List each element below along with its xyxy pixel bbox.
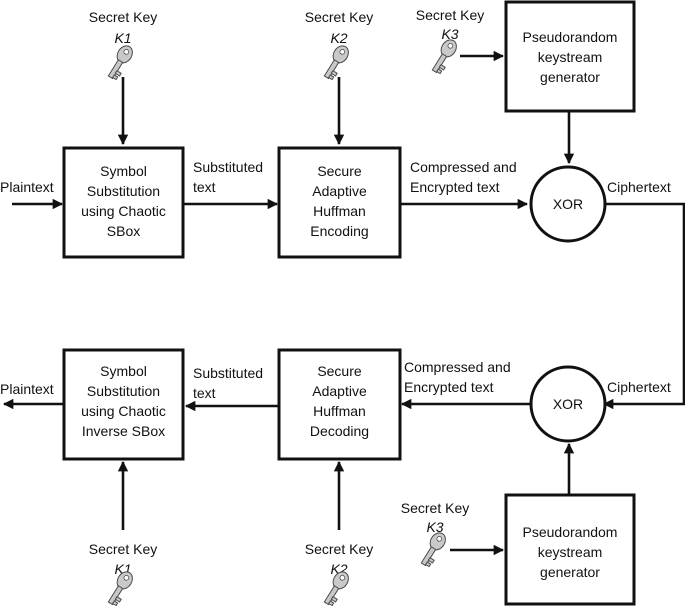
dec-compressed-line1: Compressed and <box>404 359 511 375</box>
key-icon <box>104 42 136 82</box>
enc-key2-name: K2 <box>330 30 347 46</box>
dec-input-label: Ciphertext <box>607 379 671 395</box>
enc-key2-group: Secret Key K2 <box>305 9 373 82</box>
dec-key2-group: Secret Key K2 <box>305 541 373 608</box>
enc-sbox-line2: Substitution <box>87 183 160 199</box>
enc-prng-line1: Pseudorandom <box>523 29 618 45</box>
dec-compressed-line2: Encrypted text <box>404 379 494 395</box>
key-icon <box>104 568 136 608</box>
key-icon <box>320 42 352 82</box>
enc-huffman-box <box>277 146 402 259</box>
enc-key3-group: Secret Key K3 <box>416 7 484 76</box>
dec-huffman-line4: Decoding <box>310 423 369 439</box>
enc-sbox-box <box>62 146 185 259</box>
enc-huffman-line2: Adaptive <box>312 183 367 199</box>
dec-huffman-line1: Secure <box>317 363 362 379</box>
enc-prng-line3: generator <box>540 69 600 85</box>
dec-huffman-box <box>277 348 402 461</box>
dec-huffman-line3: Huffman <box>313 403 366 419</box>
dec-sbox-line1: Symbol <box>100 363 147 379</box>
dec-sbox-line4: Inverse SBox <box>82 423 165 439</box>
enc-prng-box <box>504 0 636 113</box>
dec-prng-line3: generator <box>540 564 600 580</box>
enc-prng-line2: keystream <box>538 49 603 65</box>
enc-compressed-line2: Encrypted text <box>410 179 500 195</box>
dec-key1-group: Secret Key K1 <box>89 541 157 608</box>
enc-huffman-line3: Huffman <box>313 203 366 219</box>
enc-sbox-line1: Symbol <box>100 163 147 179</box>
enc-sbox-line4: SBox <box>107 223 140 239</box>
enc-key3-name: K3 <box>441 26 458 42</box>
enc-huffman-line4: Encoding <box>310 223 368 239</box>
enc-key2-title: Secret Key <box>305 9 373 25</box>
dec-prng-line2: keystream <box>538 544 603 560</box>
dec-xor-label: XOR <box>553 396 583 412</box>
dec-key2-title: Secret Key <box>305 541 373 557</box>
enc-sbox-line3: using Chaotic <box>81 203 166 219</box>
dec-sbox-line2: Substitution <box>87 383 160 399</box>
dec-huffman-line2: Adaptive <box>312 383 367 399</box>
dec-substituted-line2: text <box>193 385 216 401</box>
dec-sbox-box <box>62 348 185 461</box>
enc-output-label: Ciphertext <box>607 179 671 195</box>
enc-input-label: Plaintext <box>0 179 54 195</box>
enc-substituted-line2: text <box>193 179 216 195</box>
key-icon <box>320 568 352 608</box>
encryption-pipeline: Secret Key K1 Secret Key K2 Secret Key K… <box>0 0 671 259</box>
dec-key3-title: Secret Key <box>401 500 469 516</box>
enc-key1-name: K1 <box>114 30 131 46</box>
enc-key3-title: Secret Key <box>416 7 484 23</box>
ciphertext-channel-connector <box>602 202 685 410</box>
enc-compressed-line1: Compressed and <box>410 159 517 175</box>
enc-key1-group: Secret Key K1 <box>89 9 157 82</box>
dec-prng-box <box>504 493 636 606</box>
dec-key1-title: Secret Key <box>89 541 157 557</box>
enc-substituted-line1: Substituted <box>193 159 263 175</box>
enc-huffman-line1: Secure <box>317 163 362 179</box>
dec-key3-group: Secret Key K3 <box>401 500 469 569</box>
key-icon <box>417 529 449 569</box>
dec-output-label: Plaintext <box>0 381 54 397</box>
dec-substituted-line1: Substituted <box>193 365 263 381</box>
decryption-pipeline: Ciphertext XOR Pseudorandom keystream ge… <box>0 348 671 608</box>
enc-key1-title: Secret Key <box>89 9 157 25</box>
dec-prng-line1: Pseudorandom <box>523 524 618 540</box>
key-icon <box>428 36 460 76</box>
dec-key3-name: K3 <box>426 519 443 535</box>
enc-xor-label: XOR <box>553 196 583 212</box>
dec-sbox-line3: using Chaotic <box>81 403 166 419</box>
